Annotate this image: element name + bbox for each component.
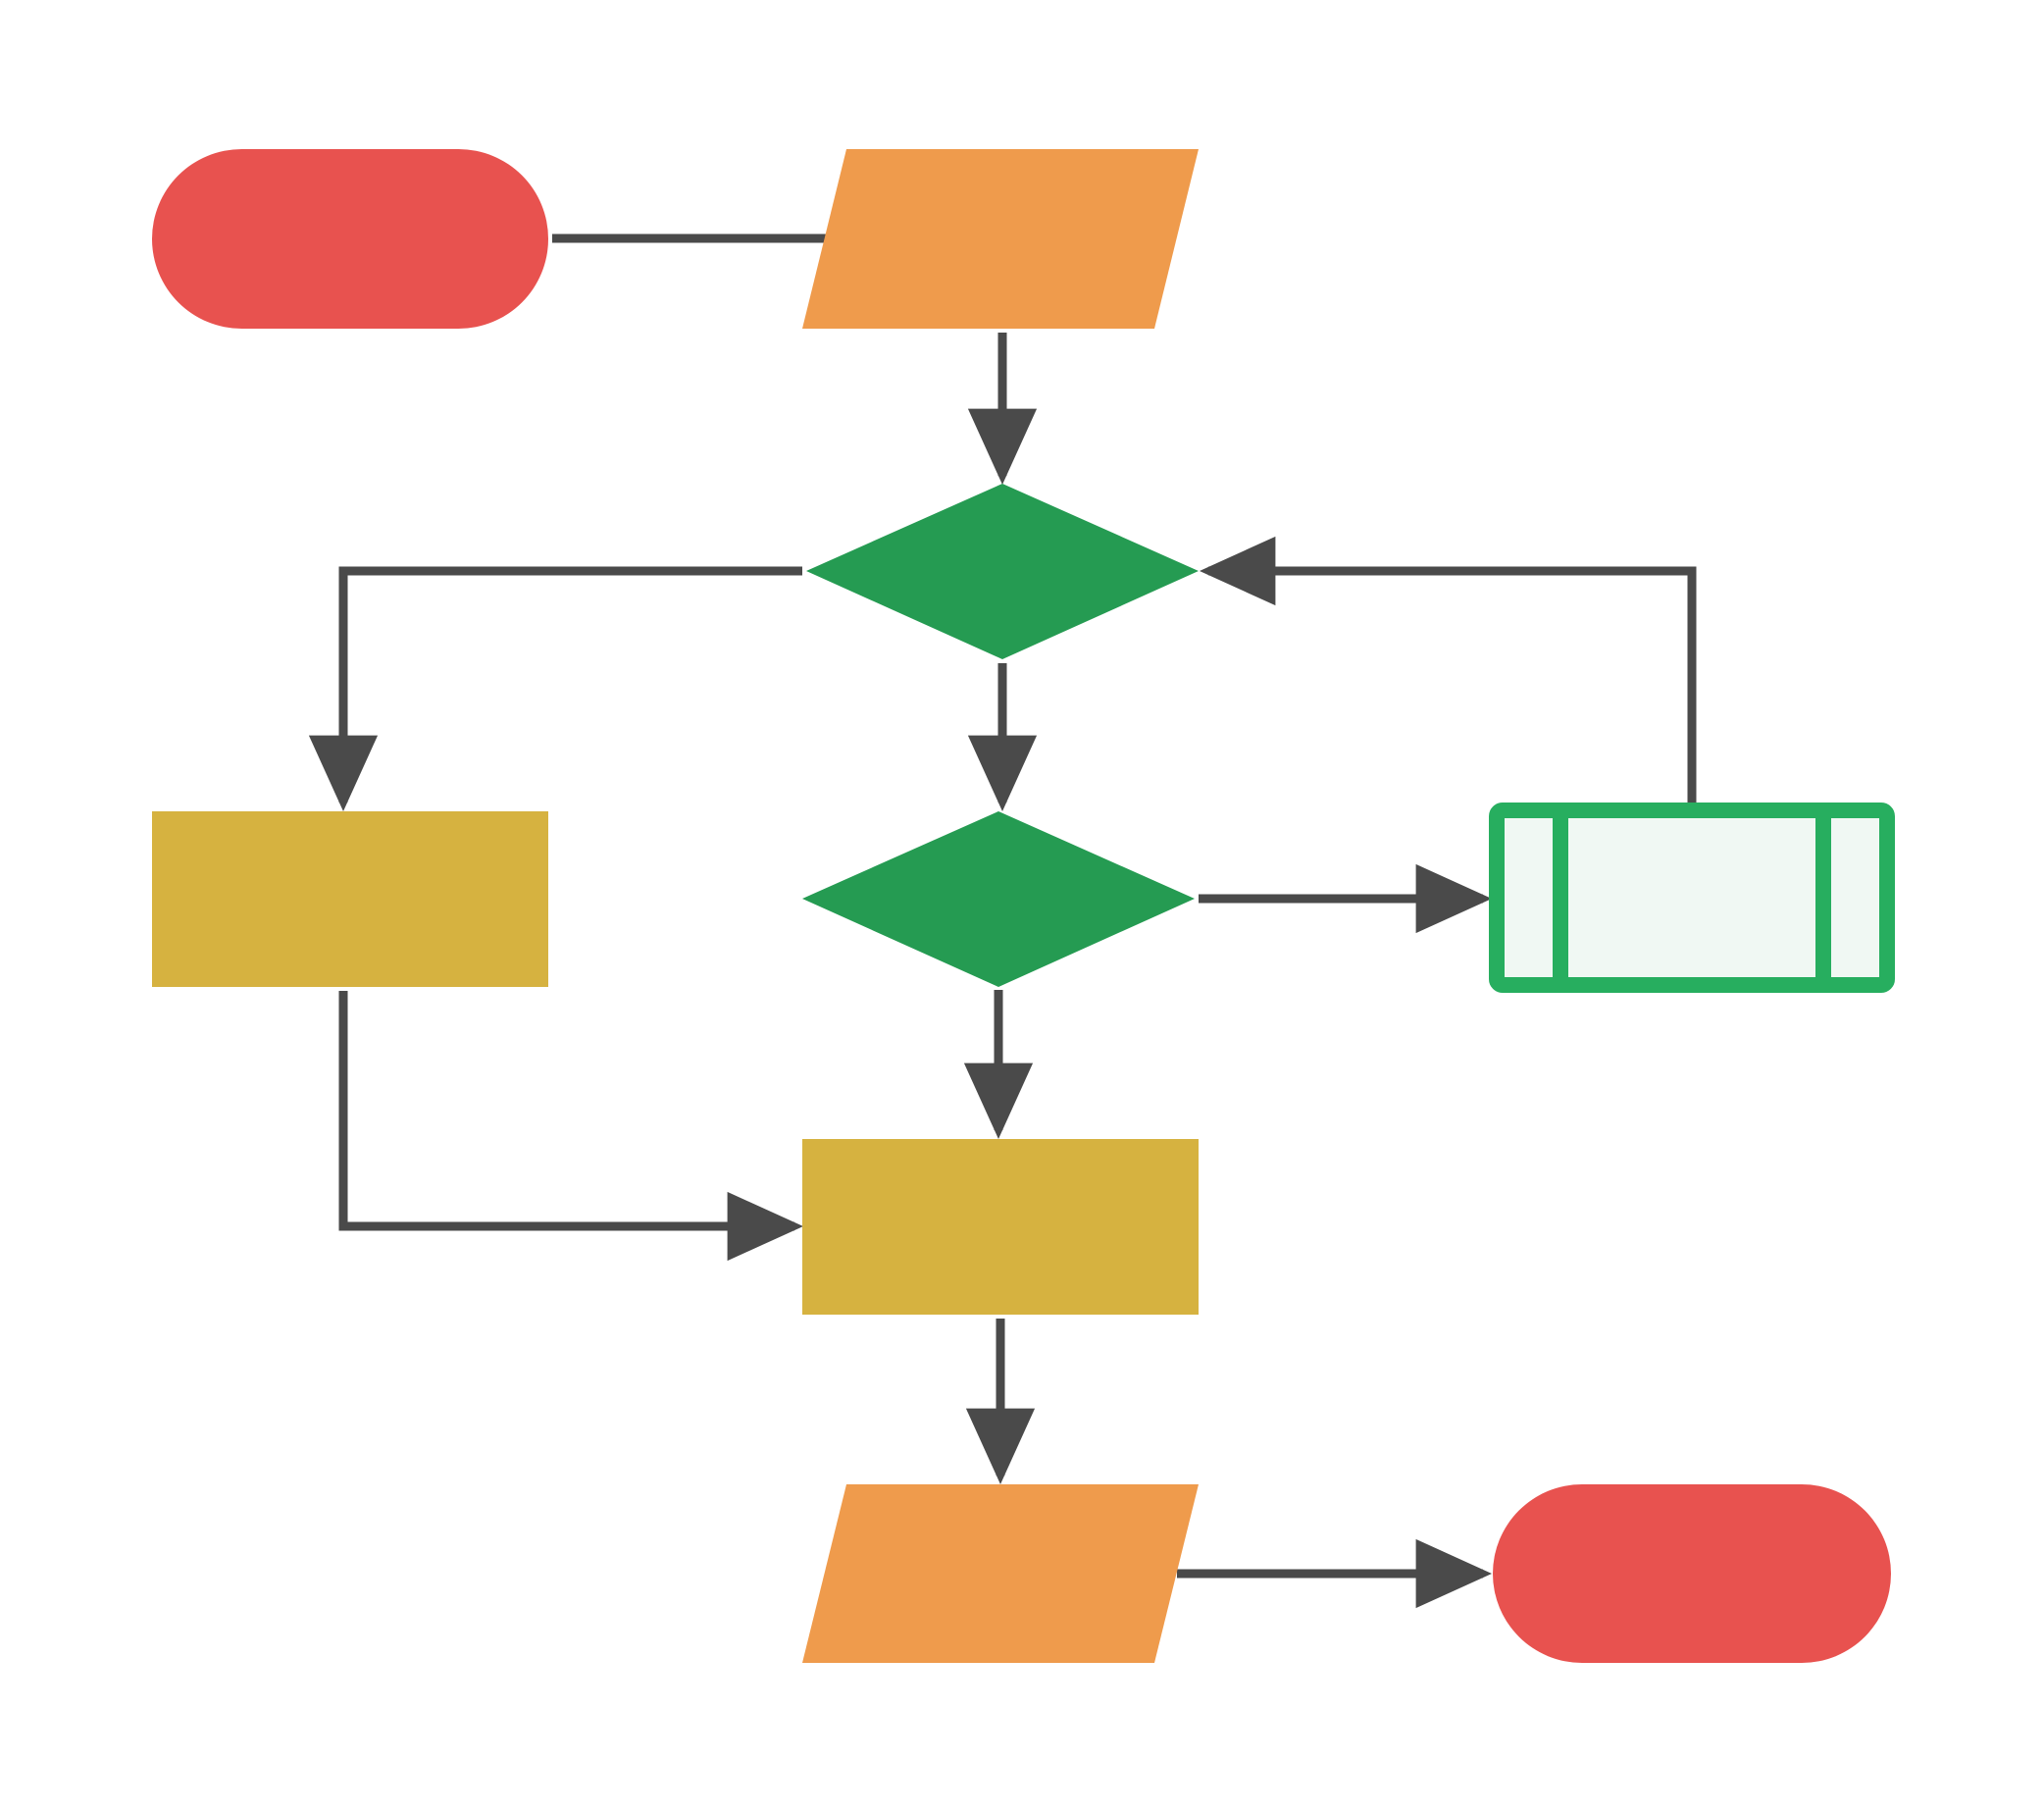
node-input[interactable] <box>802 149 1199 329</box>
node-process-left[interactable] <box>152 811 548 987</box>
decision-1-shape[interactable] <box>806 484 1199 659</box>
subroutine-shape[interactable] <box>1489 803 1895 993</box>
edge-process-left-to-process-main <box>338 991 804 1262</box>
edge-subroutine-to-decision-1 <box>1199 536 1697 806</box>
edge-decision-1-to-process-left <box>308 566 802 812</box>
node-process-main[interactable] <box>802 1139 1199 1315</box>
output-shape[interactable] <box>802 1484 1199 1663</box>
node-start[interactable] <box>152 149 548 329</box>
node-decision-2[interactable] <box>802 811 1195 987</box>
end-shape[interactable] <box>1493 1484 1891 1663</box>
input-shape[interactable] <box>802 149 1199 329</box>
decision-2-shape[interactable] <box>802 811 1195 987</box>
process-left-shape[interactable] <box>152 811 548 987</box>
node-end[interactable] <box>1493 1484 1891 1663</box>
node-subroutine[interactable] <box>1489 803 1895 993</box>
node-output[interactable] <box>802 1484 1199 1663</box>
start-shape[interactable] <box>152 149 548 329</box>
node-decision-1[interactable] <box>806 484 1199 659</box>
process-main-shape[interactable] <box>802 1139 1199 1315</box>
